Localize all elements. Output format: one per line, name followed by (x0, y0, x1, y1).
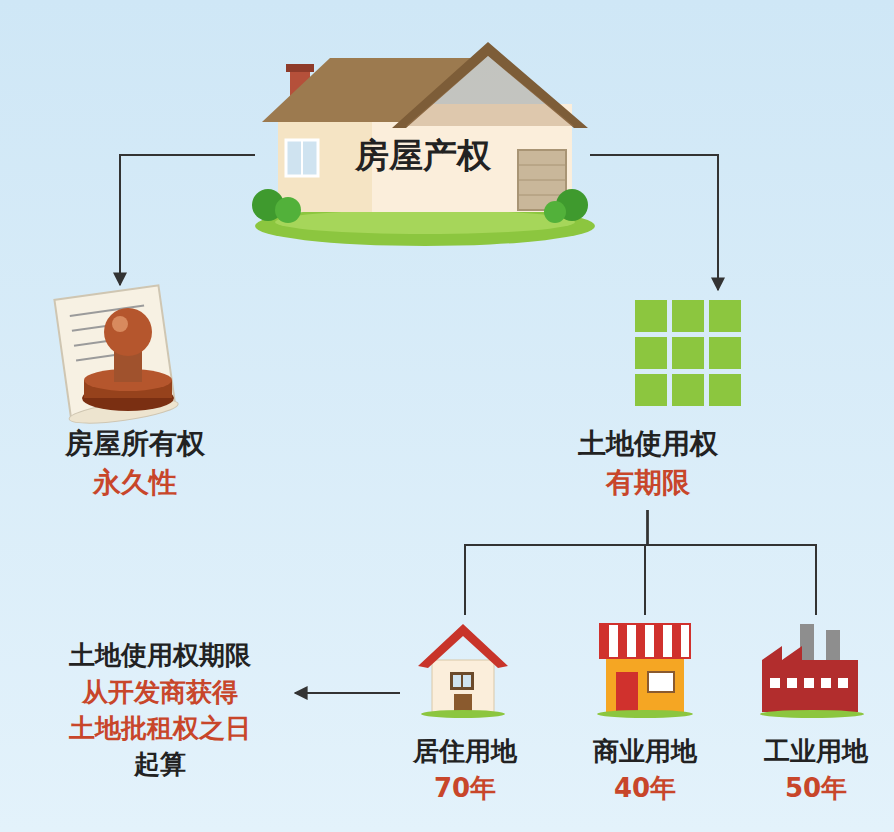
node-sublabel: 起算 (134, 746, 186, 782)
connector-arrow (295, 692, 400, 694)
concept-box: 居住用地70年 (400, 615, 530, 810)
concept-box: 房屋产权 (255, 40, 590, 245)
factory-icon (760, 624, 864, 718)
concept-box: 房屋所有权永久性 (40, 285, 230, 510)
node-label: 土地使用权 (578, 424, 718, 463)
connector-arrow (465, 510, 648, 615)
node-label: 商业用地 (593, 733, 697, 769)
node-label: 房屋产权 (355, 132, 491, 180)
node-sublabel: 有期限 (606, 463, 690, 502)
stamp-icon (52, 285, 179, 428)
node-label: 工业用地 (764, 733, 868, 769)
node-label: 房屋所有权 (65, 424, 205, 463)
node-label: 居住用地 (413, 733, 517, 769)
node-sublabel: 永久性 (93, 463, 177, 502)
connector-arrow (120, 155, 255, 285)
node-sublabel: 从开发商获得 土地批租权之日 (53, 674, 268, 747)
land-grid-icon (635, 300, 741, 406)
node-sublabel: 70年 (434, 770, 496, 806)
house-illustration (252, 42, 595, 246)
shop-icon (597, 624, 693, 718)
node-sublabel: 40年 (614, 770, 676, 806)
node-label: 土地使用权期限 (69, 637, 251, 673)
concept-box: 土地使用权有期限 (560, 290, 735, 510)
concept-box: 商业用地40年 (580, 615, 710, 810)
residential-icon (418, 624, 508, 718)
concept-box: 工业用地50年 (752, 615, 880, 810)
connector-arrow (648, 510, 817, 615)
node-sublabel: 50年 (785, 770, 847, 806)
connector-arrow (590, 155, 718, 290)
note-box: 土地使用权期限从开发商获得 土地批租权之日起算 (25, 625, 295, 795)
